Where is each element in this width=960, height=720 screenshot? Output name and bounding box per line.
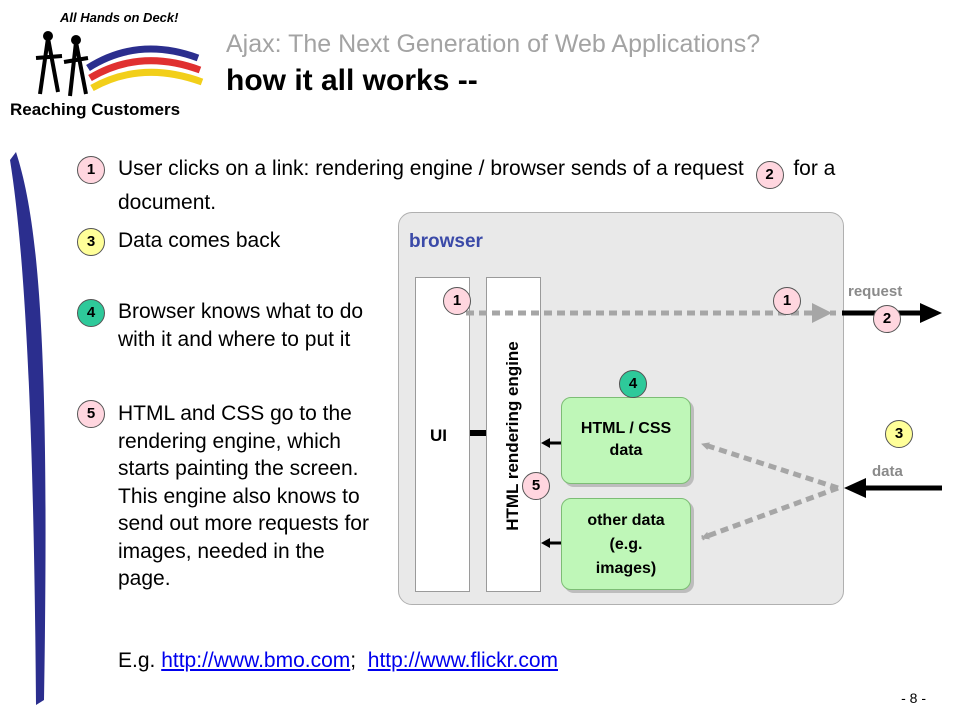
other-data-text: other data (e.g. images) (587, 512, 665, 577)
logo-graphic (35, 31, 204, 97)
ui-label: UI (430, 426, 447, 445)
page-number: - 8 - (901, 690, 926, 706)
browser-label: browser (409, 231, 483, 252)
ui-panel (415, 277, 470, 592)
flickr-link[interactable]: http://www.flickr.com (367, 649, 558, 672)
request-label: request (848, 283, 903, 300)
link-separator: ; (350, 649, 368, 672)
step-number-badge: 5 (77, 400, 105, 428)
step-3-text: Data comes back (118, 229, 281, 252)
badge-ui-request: 1 (443, 287, 471, 315)
rendering-engine-panel (486, 277, 541, 592)
logo-tagline: All Hands on Deck! (60, 10, 179, 25)
slide-title: how it all works -- (226, 64, 478, 97)
step-1-text-b: for a document. (118, 157, 836, 214)
logo: All Hands on Deck! Reaching Customers (8, 8, 208, 123)
step-1-text-a: User clicks on a link: rendering engine … (118, 157, 744, 180)
badge-data-3: 3 (885, 420, 913, 448)
logo-brand: Reaching Customers (10, 100, 181, 119)
example-links: E.g. http://www.bmo.com; http://www.flic… (118, 647, 558, 675)
decorative-swoosh (10, 152, 46, 705)
data-label: data (872, 463, 903, 480)
step-4-text: Browser knows what to do with it and whe… (118, 300, 364, 351)
step-number-badge: 4 (77, 299, 105, 327)
step-5-text: HTML and CSS go to the rendering engine,… (118, 402, 369, 590)
other-data-box: other data (e.g. images) (561, 498, 691, 590)
step-1-text: User clicks on a link: rendering engine … (118, 155, 908, 217)
example-prefix: E.g. (118, 649, 162, 672)
html-css-data-text: HTML / CSS data (580, 420, 672, 459)
badge-request-2: 2 (873, 305, 901, 333)
step-number-badge: 3 (77, 228, 105, 256)
bmo-link[interactable]: http://www.bmo.com (161, 649, 351, 672)
badge-network-request: 1 (773, 287, 801, 315)
inline-step-badge: 2 (755, 161, 784, 189)
step-number-badge: 1 (77, 156, 105, 184)
slide-subtitle: Ajax: The Next Generation of Web Applica… (226, 30, 761, 58)
badge-engine-5: 5 (522, 472, 550, 500)
html-css-data-box: HTML / CSS data (561, 397, 691, 484)
badge-html-4: 4 (619, 370, 647, 398)
